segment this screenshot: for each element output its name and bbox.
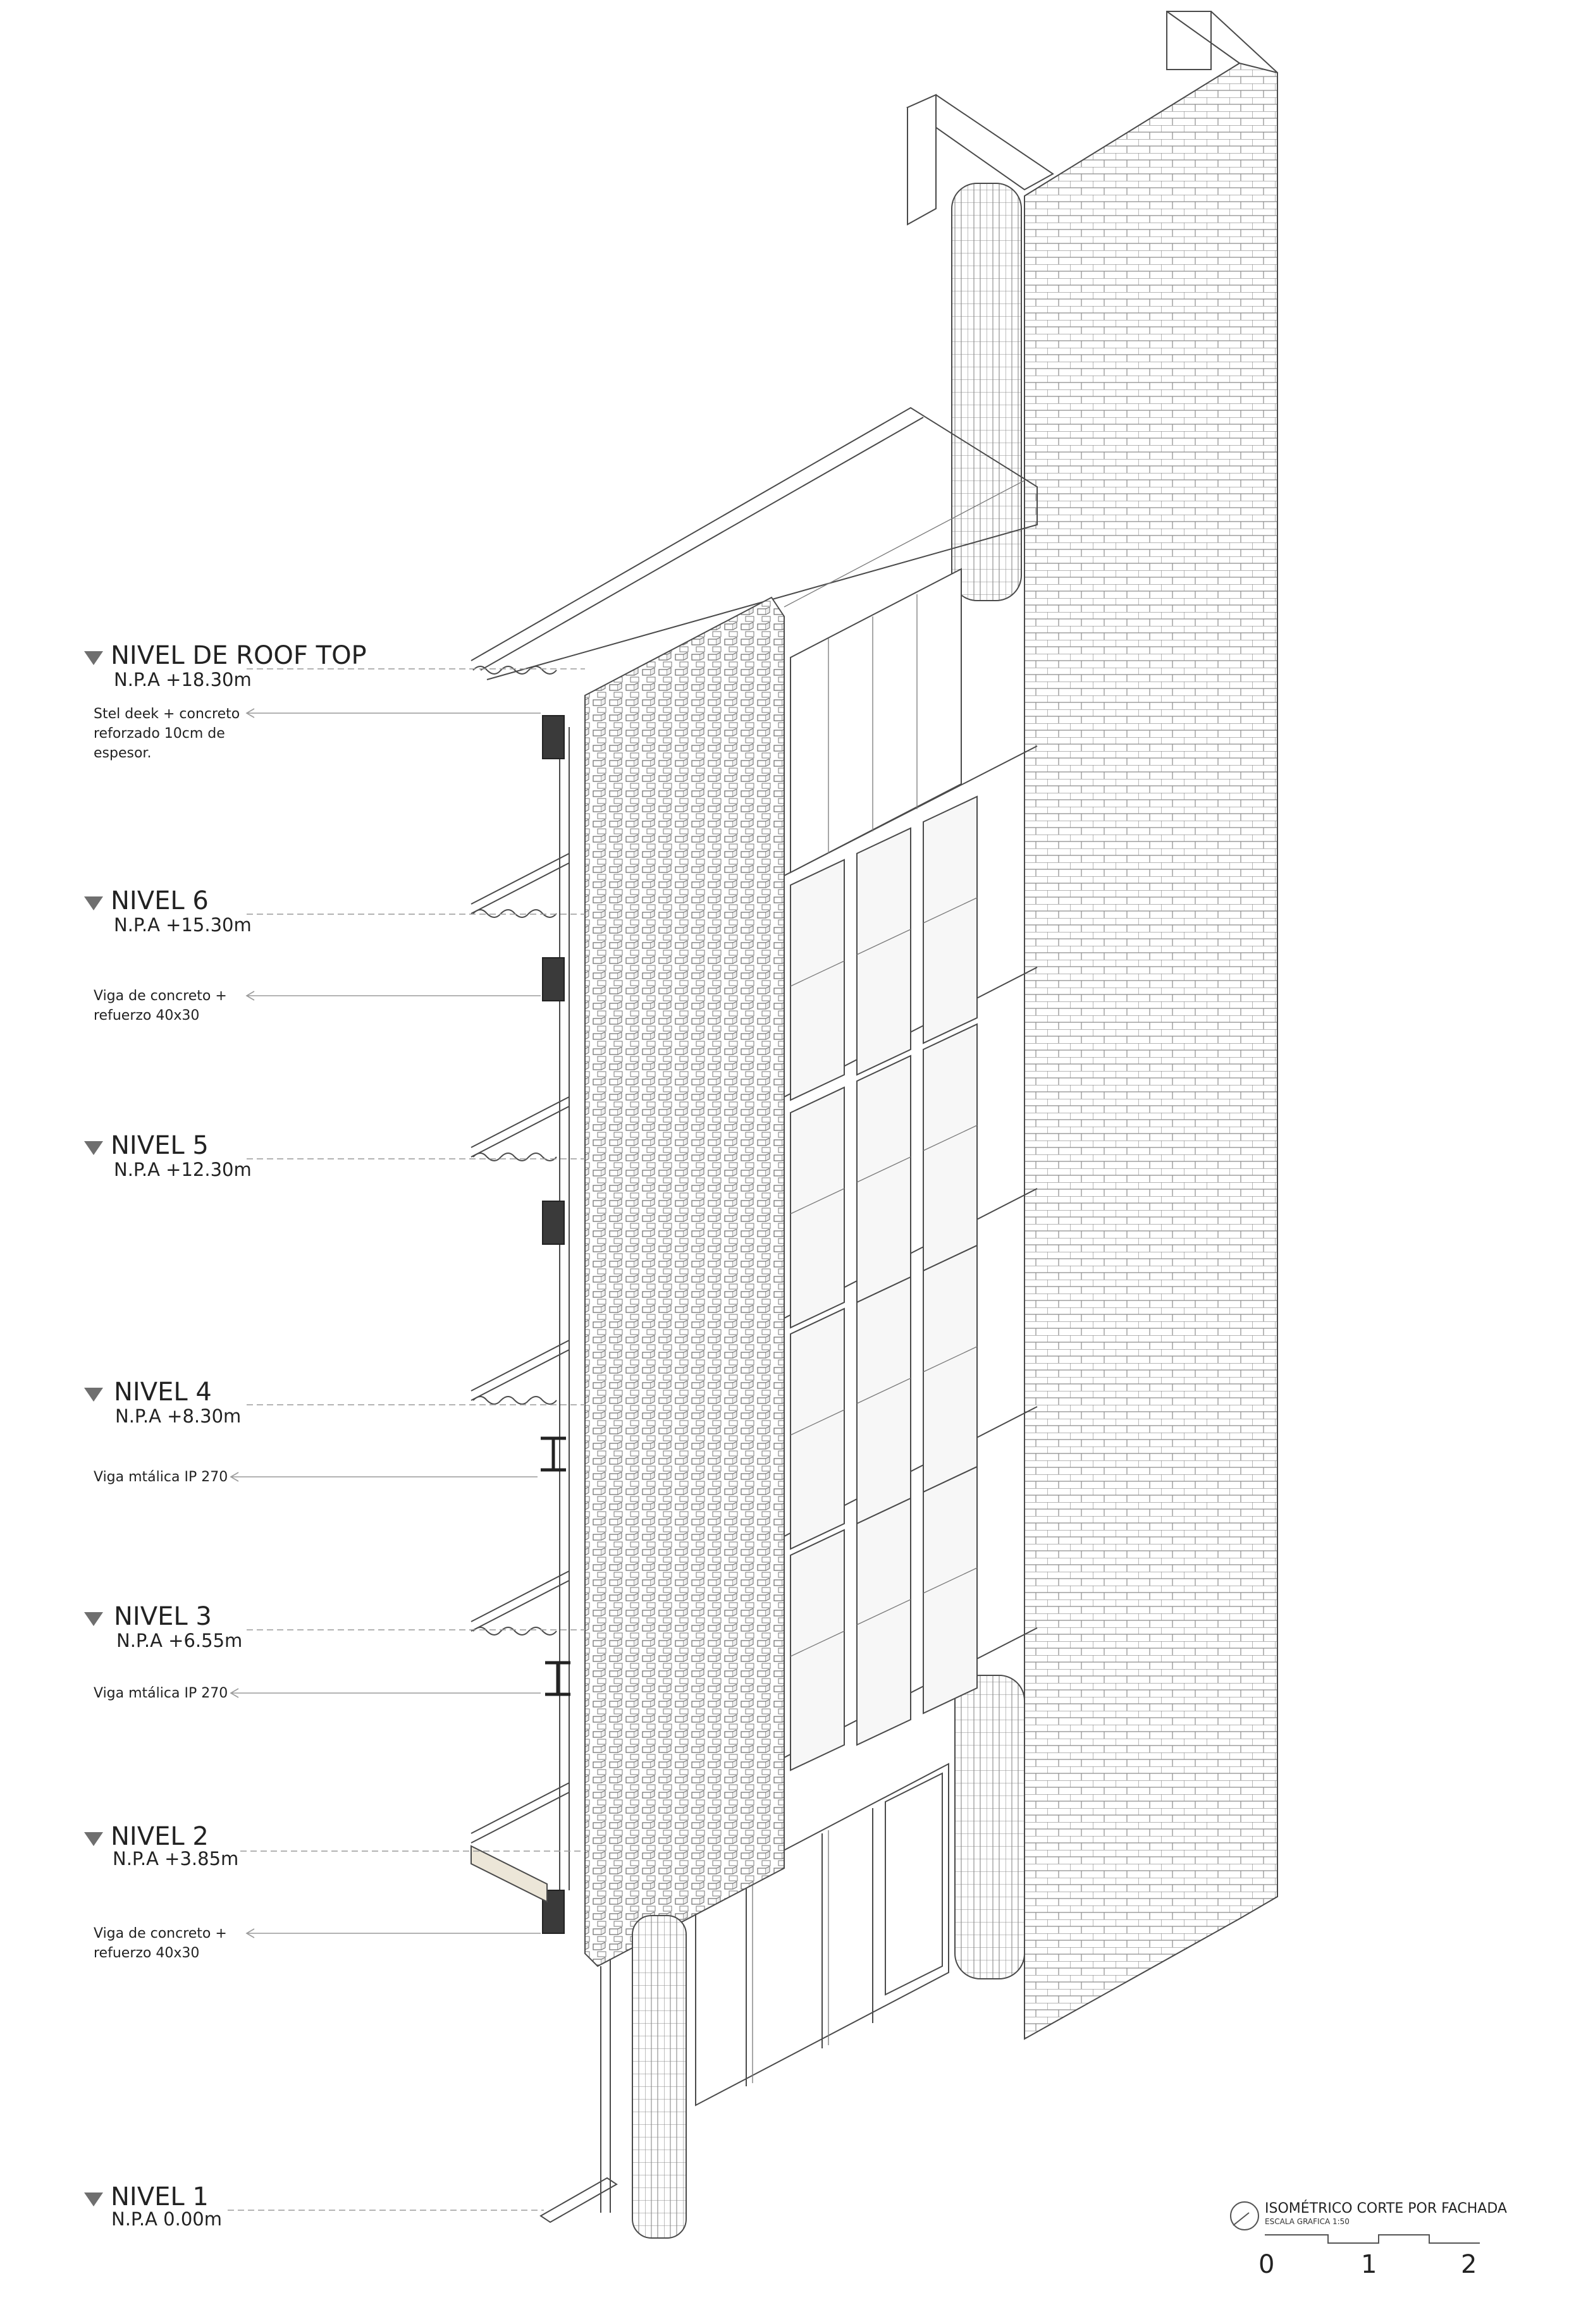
level-marker-triangle-icon [84,896,103,910]
note-line: Viga mtálica IP 270 [94,1685,228,1701]
scale-label-2: 2 [1461,2250,1477,2279]
level-npa: N.P.A +15.30m [114,914,252,936]
north-arrow-icon [1230,2201,1259,2230]
steel-ibeam-n4 [541,1436,566,1472]
deck-profile-roof [472,666,557,675]
level-4: NIVEL 4 N.P.A +8.30m [84,1378,585,1427]
level-marker-triangle-icon [84,2193,103,2206]
ground-floor-storefront [695,1763,949,2107]
level-roof-top: NIVEL DE ROOF TOP N.P.A +18.30m [84,641,585,690]
building-isometric [471,11,1278,2239]
level-npa: N.P.A +18.30m [114,669,252,690]
note-level6-beam: Viga de concreto + refuerzo 40x30 [94,988,541,1024]
deck-profile-n6 [472,909,557,918]
note-line: Stel deek + concreto [94,706,240,722]
scale-bar [1265,2234,1480,2244]
brick-lattice-screen [584,596,785,1967]
level-title: NIVEL 2 [111,1822,209,1851]
level-npa: N.P.A +8.30m [115,1405,241,1427]
leader-arrow-icon [230,1472,239,1482]
level-title: NIVEL 6 [111,886,209,915]
level-title: NIVEL 3 [114,1602,212,1631]
note-line: Viga mtálica IP 270 [94,1469,228,1485]
level-title: NIVEL DE ROOF TOP [111,641,367,670]
concrete-beam-roof [542,715,565,759]
window-panels [790,568,978,1771]
note-level3-beam: Viga mtálica IP 270 [94,1685,541,1701]
parapet-top [1166,11,1212,70]
deck-profile-n4 [472,1396,557,1405]
level-npa: N.P.A +12.30m [114,1159,252,1180]
level-6: NIVEL 6 N.P.A +15.30m [84,886,585,936]
callout-notes: Stel deek + concreto reforzado 10cm de e… [94,706,541,1961]
concrete-beam-n5 [542,1201,565,1245]
scale-label-0: 0 [1258,2250,1274,2279]
parapet-box [907,94,937,226]
level-npa: N.P.A +3.85m [113,1848,238,1869]
note-level4-beam: Viga mtálica IP 270 [94,1469,538,1485]
level-1: NIVEL 1 N.P.A 0.00m [84,2182,544,2230]
deck-profile-n3 [472,1627,557,1636]
scale-label-1: 1 [1361,2250,1377,2279]
leader-arrow-icon [245,991,255,1001]
note-line: refuerzo 40x30 [94,1945,199,1961]
level-marker-triangle-icon [84,1388,103,1402]
note-roof-deck: Stel deek + concreto reforzado 10cm de e… [94,706,541,761]
note-line: espesor. [94,745,151,761]
deck-profile-n5 [472,1153,557,1161]
brick-wall-right [1024,62,1278,2040]
rounded-column-lower [632,1915,687,2239]
level-npa: N.P.A 0.00m [111,2208,222,2230]
level-marker-triangle-icon [84,1141,103,1155]
level-npa: N.P.A +6.55m [116,1630,242,1651]
level-3: NIVEL 3 N.P.A +6.55m [84,1602,585,1651]
leader-arrow-icon [245,1928,255,1938]
level-marker-triangle-icon [84,651,103,665]
leader-arrow-icon [245,708,255,718]
steel-ibeam-n3 [545,1661,570,1696]
rounded-column-upper [951,183,1022,601]
leader-arrow-icon [230,1688,239,1698]
level-title: NIVEL 1 [111,2182,209,2211]
level-annotations: NIVEL DE ROOF TOP N.P.A +18.30m NIVEL 6 … [84,641,585,2230]
note-level2-beam: Viga de concreto + refuerzo 40x30 [94,1926,541,1961]
concrete-beam-n6 [542,957,565,1001]
note-line: Viga de concreto + [94,1926,227,1942]
level-2: NIVEL 2 N.P.A +3.85m [84,1822,585,1869]
note-line: refuerzo 40x30 [94,1008,199,1024]
note-line: reforzado 10cm de [94,726,225,742]
rounded-column-right [954,1675,1025,1979]
caption-title: ISOMÉTRICO CORTE POR FACHADA [1265,2200,1507,2217]
level-marker-triangle-icon [84,1612,103,1626]
level-title: NIVEL 4 [114,1378,212,1407]
level-title: NIVEL 5 [111,1131,209,1160]
level-5: NIVEL 5 N.P.A +12.30m [84,1131,585,1180]
caption-subtitle: ESCALA GRAFICA 1:50 [1265,2217,1350,2226]
drawing-caption: ISOMÉTRICO CORTE POR FACHADA ESCALA GRAF… [1230,2200,1507,2279]
level-marker-triangle-icon [84,1832,103,1846]
level2-cantilever-beam [471,1845,548,1903]
note-line: Viga de concreto + [94,988,227,1004]
